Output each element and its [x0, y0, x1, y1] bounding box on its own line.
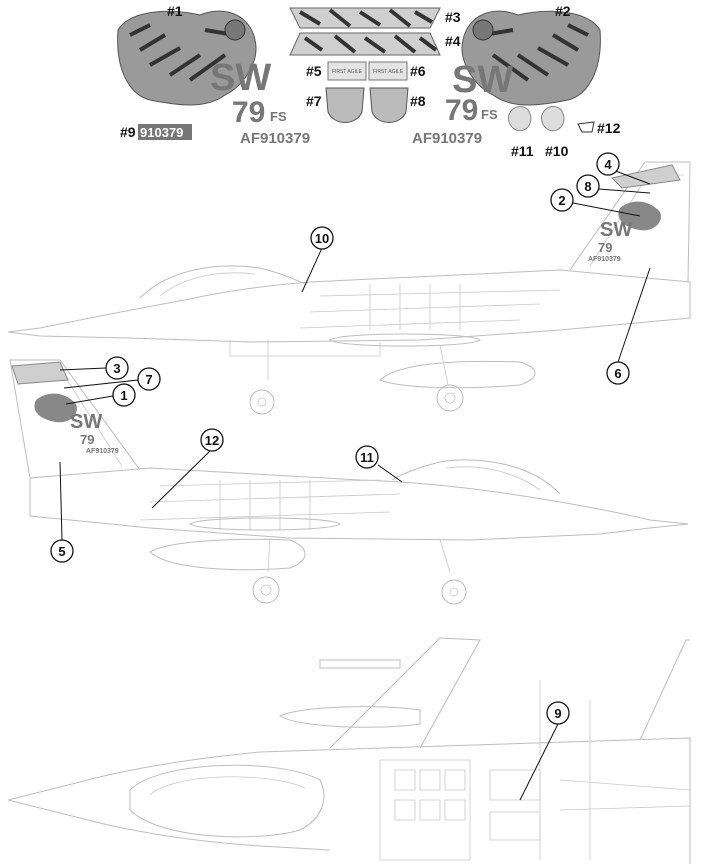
decal-5-patch	[327, 61, 367, 81]
right-tail-squadron: 79	[598, 240, 612, 255]
decal-10-tiger-small	[541, 106, 565, 132]
aircraft-right-profile: SW 79 AF910379	[7, 161, 691, 415]
callout-6	[606, 361, 630, 385]
callout-3	[105, 356, 129, 380]
callout-7	[137, 367, 161, 391]
callout-label-2: 2	[558, 193, 565, 208]
decal-label-6: #6	[410, 63, 426, 79]
callout-12	[200, 428, 224, 452]
left-tail-tiger	[34, 393, 77, 423]
callout-2	[550, 188, 574, 212]
left-tail-squadron: 79	[80, 432, 94, 447]
callout-label-10: 10	[315, 231, 329, 246]
decal-label-4: #4	[445, 33, 461, 49]
callout-4	[596, 152, 620, 176]
decal-label-12: #12	[597, 120, 621, 136]
left-tail-code: SW	[70, 411, 102, 433]
callout-11	[355, 445, 379, 469]
decal-label-11: #11	[511, 143, 534, 159]
right-tail-code: SW	[600, 219, 632, 241]
decal-7-shield	[325, 87, 365, 123]
decal-9-serial: 910379	[140, 125, 183, 140]
callout-label-7: 7	[145, 372, 152, 387]
callout-8	[576, 174, 600, 198]
decal-label-5: #5	[306, 63, 322, 79]
serial-tail-right: AF910379	[412, 130, 482, 147]
left-tail-serial: AF910379	[86, 448, 119, 455]
decal-label-3: #3	[445, 9, 461, 25]
decal-9-bg	[138, 124, 192, 140]
squadron-number-right: 79	[445, 94, 478, 127]
decal-sheet: #1 SW 79 FS AF910379 #3 #4 #5 FIRST AGIL…	[117, 3, 621, 159]
decal-3-tiger-stripe	[289, 7, 441, 29]
decal-label-9: #9	[120, 124, 136, 140]
callout-label-9: 9	[554, 706, 561, 721]
decal-label-10: #10	[545, 143, 569, 159]
decal-5-text: FIRST AGILE	[332, 69, 363, 75]
callout-label-8: 8	[584, 179, 591, 194]
right-tail-stripe	[610, 164, 681, 189]
callout-label-3: 3	[113, 361, 120, 376]
right-tail-serial: AF910379	[588, 256, 621, 263]
callout-label-12: 12	[205, 433, 219, 448]
decal-6-patch	[368, 61, 408, 81]
decal-6-text: FIRST AGILE	[373, 69, 404, 75]
decal-label-7: #7	[306, 93, 322, 109]
callout-1	[112, 383, 136, 407]
aircraft-top-view	[7, 637, 691, 864]
tail-code-left: SW	[210, 57, 271, 99]
squadron-suffix-right: FS	[481, 107, 498, 122]
callout-label-5: 5	[58, 544, 65, 559]
decal-11-tiger-small	[508, 106, 532, 132]
callout-label-4: 4	[604, 157, 612, 172]
squadron-suffix-left: FS	[270, 109, 287, 124]
callout-label-11: 11	[360, 450, 374, 465]
decal-tail-code-left: SW 79 FS AF910379	[210, 57, 310, 147]
squadron-number-left: 79	[232, 96, 265, 129]
serial-tail-left: AF910379	[240, 130, 310, 147]
decal-8-shield	[369, 87, 409, 123]
decal-label-8: #8	[410, 93, 426, 109]
tail-code-right: SW	[452, 59, 513, 101]
aircraft-left-profile: SW 79 AF910379	[9, 359, 689, 605]
callout-5	[50, 539, 74, 563]
callout-10	[310, 226, 334, 250]
decal-tail-code-right: SW 79 FS AF910379	[412, 59, 513, 147]
left-tail-stripe	[11, 361, 69, 385]
callout-9	[546, 701, 570, 725]
decal-12-emblem	[577, 121, 595, 133]
decal-1-tiger-left	[117, 10, 257, 106]
callout-label-1: 1	[120, 388, 127, 403]
callout-label-6: 6	[614, 366, 621, 381]
decal-label-1: #1	[167, 3, 183, 19]
decal-label-2: #2	[555, 3, 571, 19]
decal-4-tiger-stripe	[289, 32, 441, 56]
decal-2-tiger-right	[461, 10, 601, 106]
